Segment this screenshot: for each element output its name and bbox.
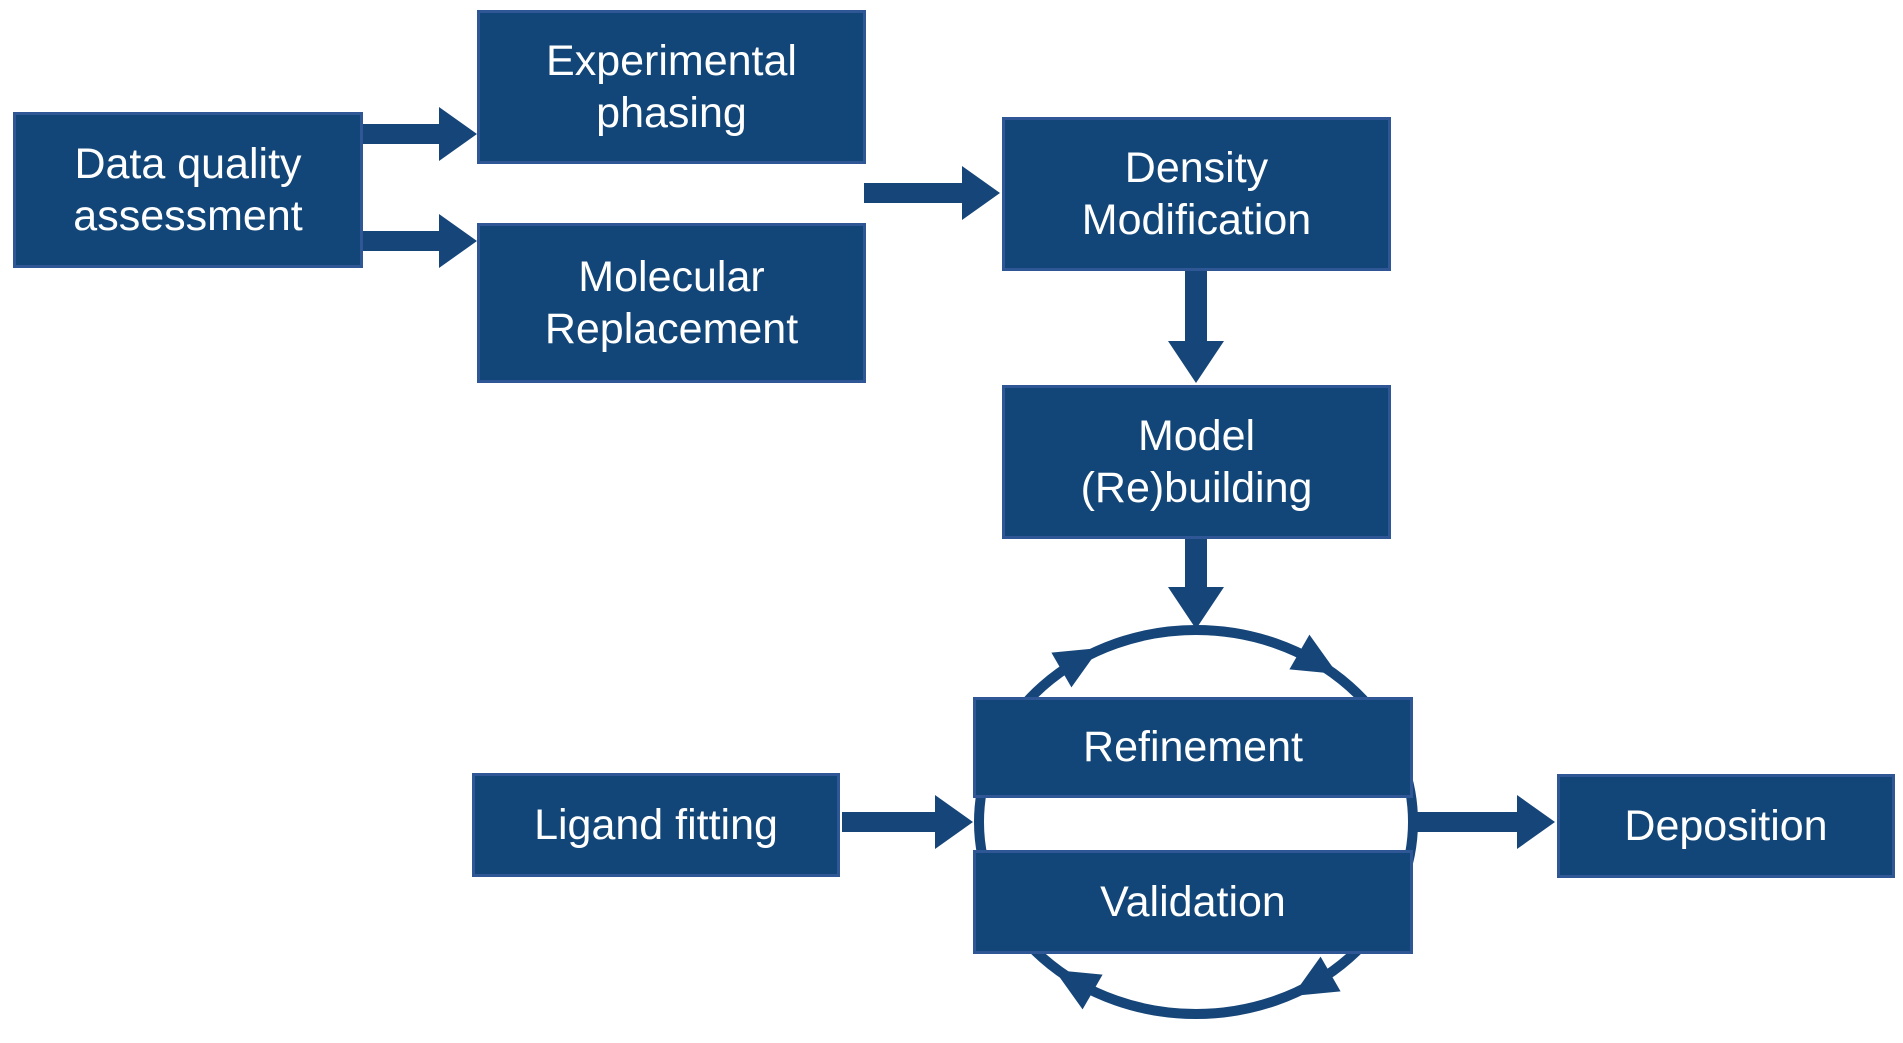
node-molecular-replacement: Molecular Replacement (477, 223, 866, 383)
cycle-arrowhead-lower-left-icon (1054, 970, 1103, 1010)
node-label: Density Modification (1081, 143, 1312, 244)
node-experimental-phasing: Experimental phasing (477, 10, 866, 164)
arrow-density-modification-to-model-rebuilding (1168, 271, 1224, 383)
node-density-modification: Density Modification (1002, 117, 1391, 271)
node-label: Refinement (1083, 723, 1303, 772)
cycle-arrowhead-upper-left-icon (1051, 648, 1100, 688)
node-validation: Validation (973, 850, 1413, 954)
arrow-model-rebuilding-to-cycle (1168, 539, 1224, 629)
node-deposition: Deposition (1557, 774, 1895, 878)
node-label: Model (Re)building (1080, 411, 1313, 512)
node-label: Molecular Replacement (544, 252, 799, 353)
node-ligand-fitting: Ligand fitting (472, 773, 840, 877)
node-label: Data quality assessment (73, 139, 303, 240)
cycle-arrowhead-upper-right-icon (1289, 634, 1338, 674)
arrow-ligand-fitting-to-cycle (842, 795, 973, 849)
arrow-phasing-to-density-modification (864, 166, 1000, 220)
node-label: Deposition (1624, 801, 1828, 850)
cycle-arrowhead-lower-right-icon (1292, 956, 1341, 996)
node-refinement: Refinement (973, 697, 1413, 798)
arrow-data-quality-to-experimental-phasing (363, 107, 477, 161)
arrow-cycle-to-deposition (1413, 795, 1555, 849)
refinement-validation-cycle-circle (974, 625, 1418, 1019)
node-data-quality-assessment: Data quality assessment (13, 112, 363, 268)
arrow-data-quality-to-molecular-replacement (363, 214, 477, 268)
node-label: Ligand fitting (534, 800, 778, 849)
node-label: Validation (1100, 877, 1286, 926)
node-model-rebuilding: Model (Re)building (1002, 385, 1391, 539)
node-label: Experimental phasing (546, 36, 797, 137)
